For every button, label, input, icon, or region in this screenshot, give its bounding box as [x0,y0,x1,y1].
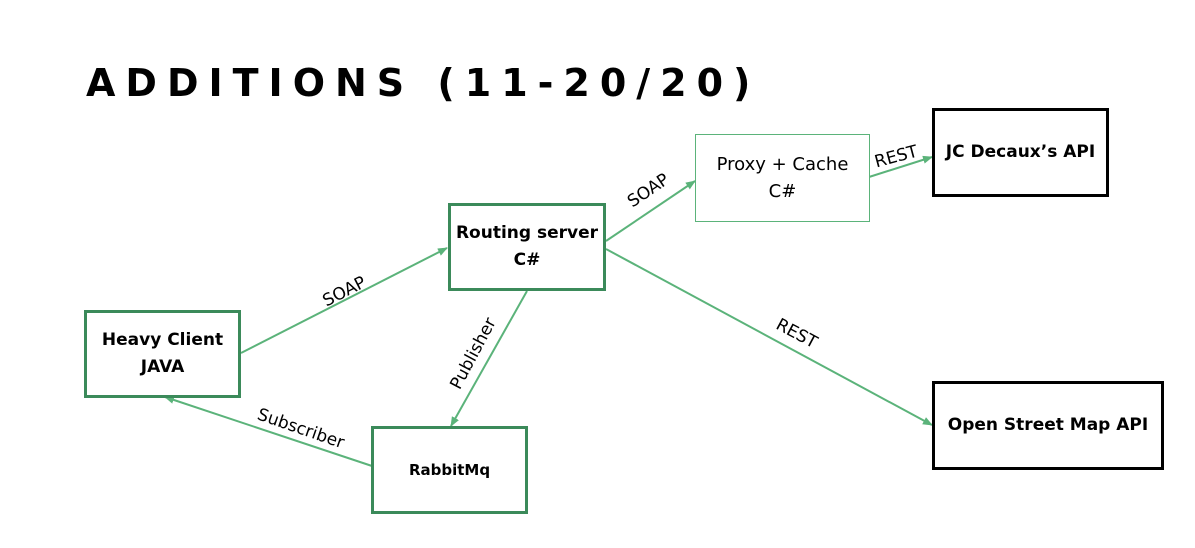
edge-label-routing-proxy: SOAP [624,170,673,212]
edge-client-to-routing [240,247,448,354]
rabbitmq-node: RabbitMq [371,426,528,514]
proxy-cache-language: C# [768,181,797,202]
routing-server-label: Routing server [455,223,599,243]
osm-api-label: Open Street Map API [947,415,1149,435]
heavy-client-node: Heavy Client JAVA [84,310,241,398]
osm-api-node: Open Street Map API [932,381,1164,470]
edge-proxy-to-jcdecaux [868,155,933,178]
edge-label-routing-osm: REST [773,315,822,353]
edge-routing-to-osm [605,248,933,426]
routing-server-node: Routing server C# [448,203,606,291]
proxy-cache-node: Proxy + Cache C# [695,134,870,222]
routing-server-language: C# [513,250,541,270]
heavy-client-language: JAVA [140,357,185,377]
slide-title: ADDITIONS (11-20/20) [86,61,761,105]
proxy-cache-label: Proxy + Cache [716,154,849,175]
heavy-client-label: Heavy Client [101,330,224,350]
edge-label-rabbitmq-client: Subscriber [255,405,347,453]
jcdecaux-api-label: JC Decaux’s API [945,142,1096,162]
rabbitmq-label: RabbitMq [408,460,491,479]
edge-routing-to-proxy [605,180,696,242]
jcdecaux-api-node: JC Decaux’s API [932,108,1109,197]
edge-routing-to-rabbitmq [450,290,528,427]
edge-label-client-routing: SOAP [320,273,370,312]
edge-rabbitmq-to-client [164,396,373,467]
